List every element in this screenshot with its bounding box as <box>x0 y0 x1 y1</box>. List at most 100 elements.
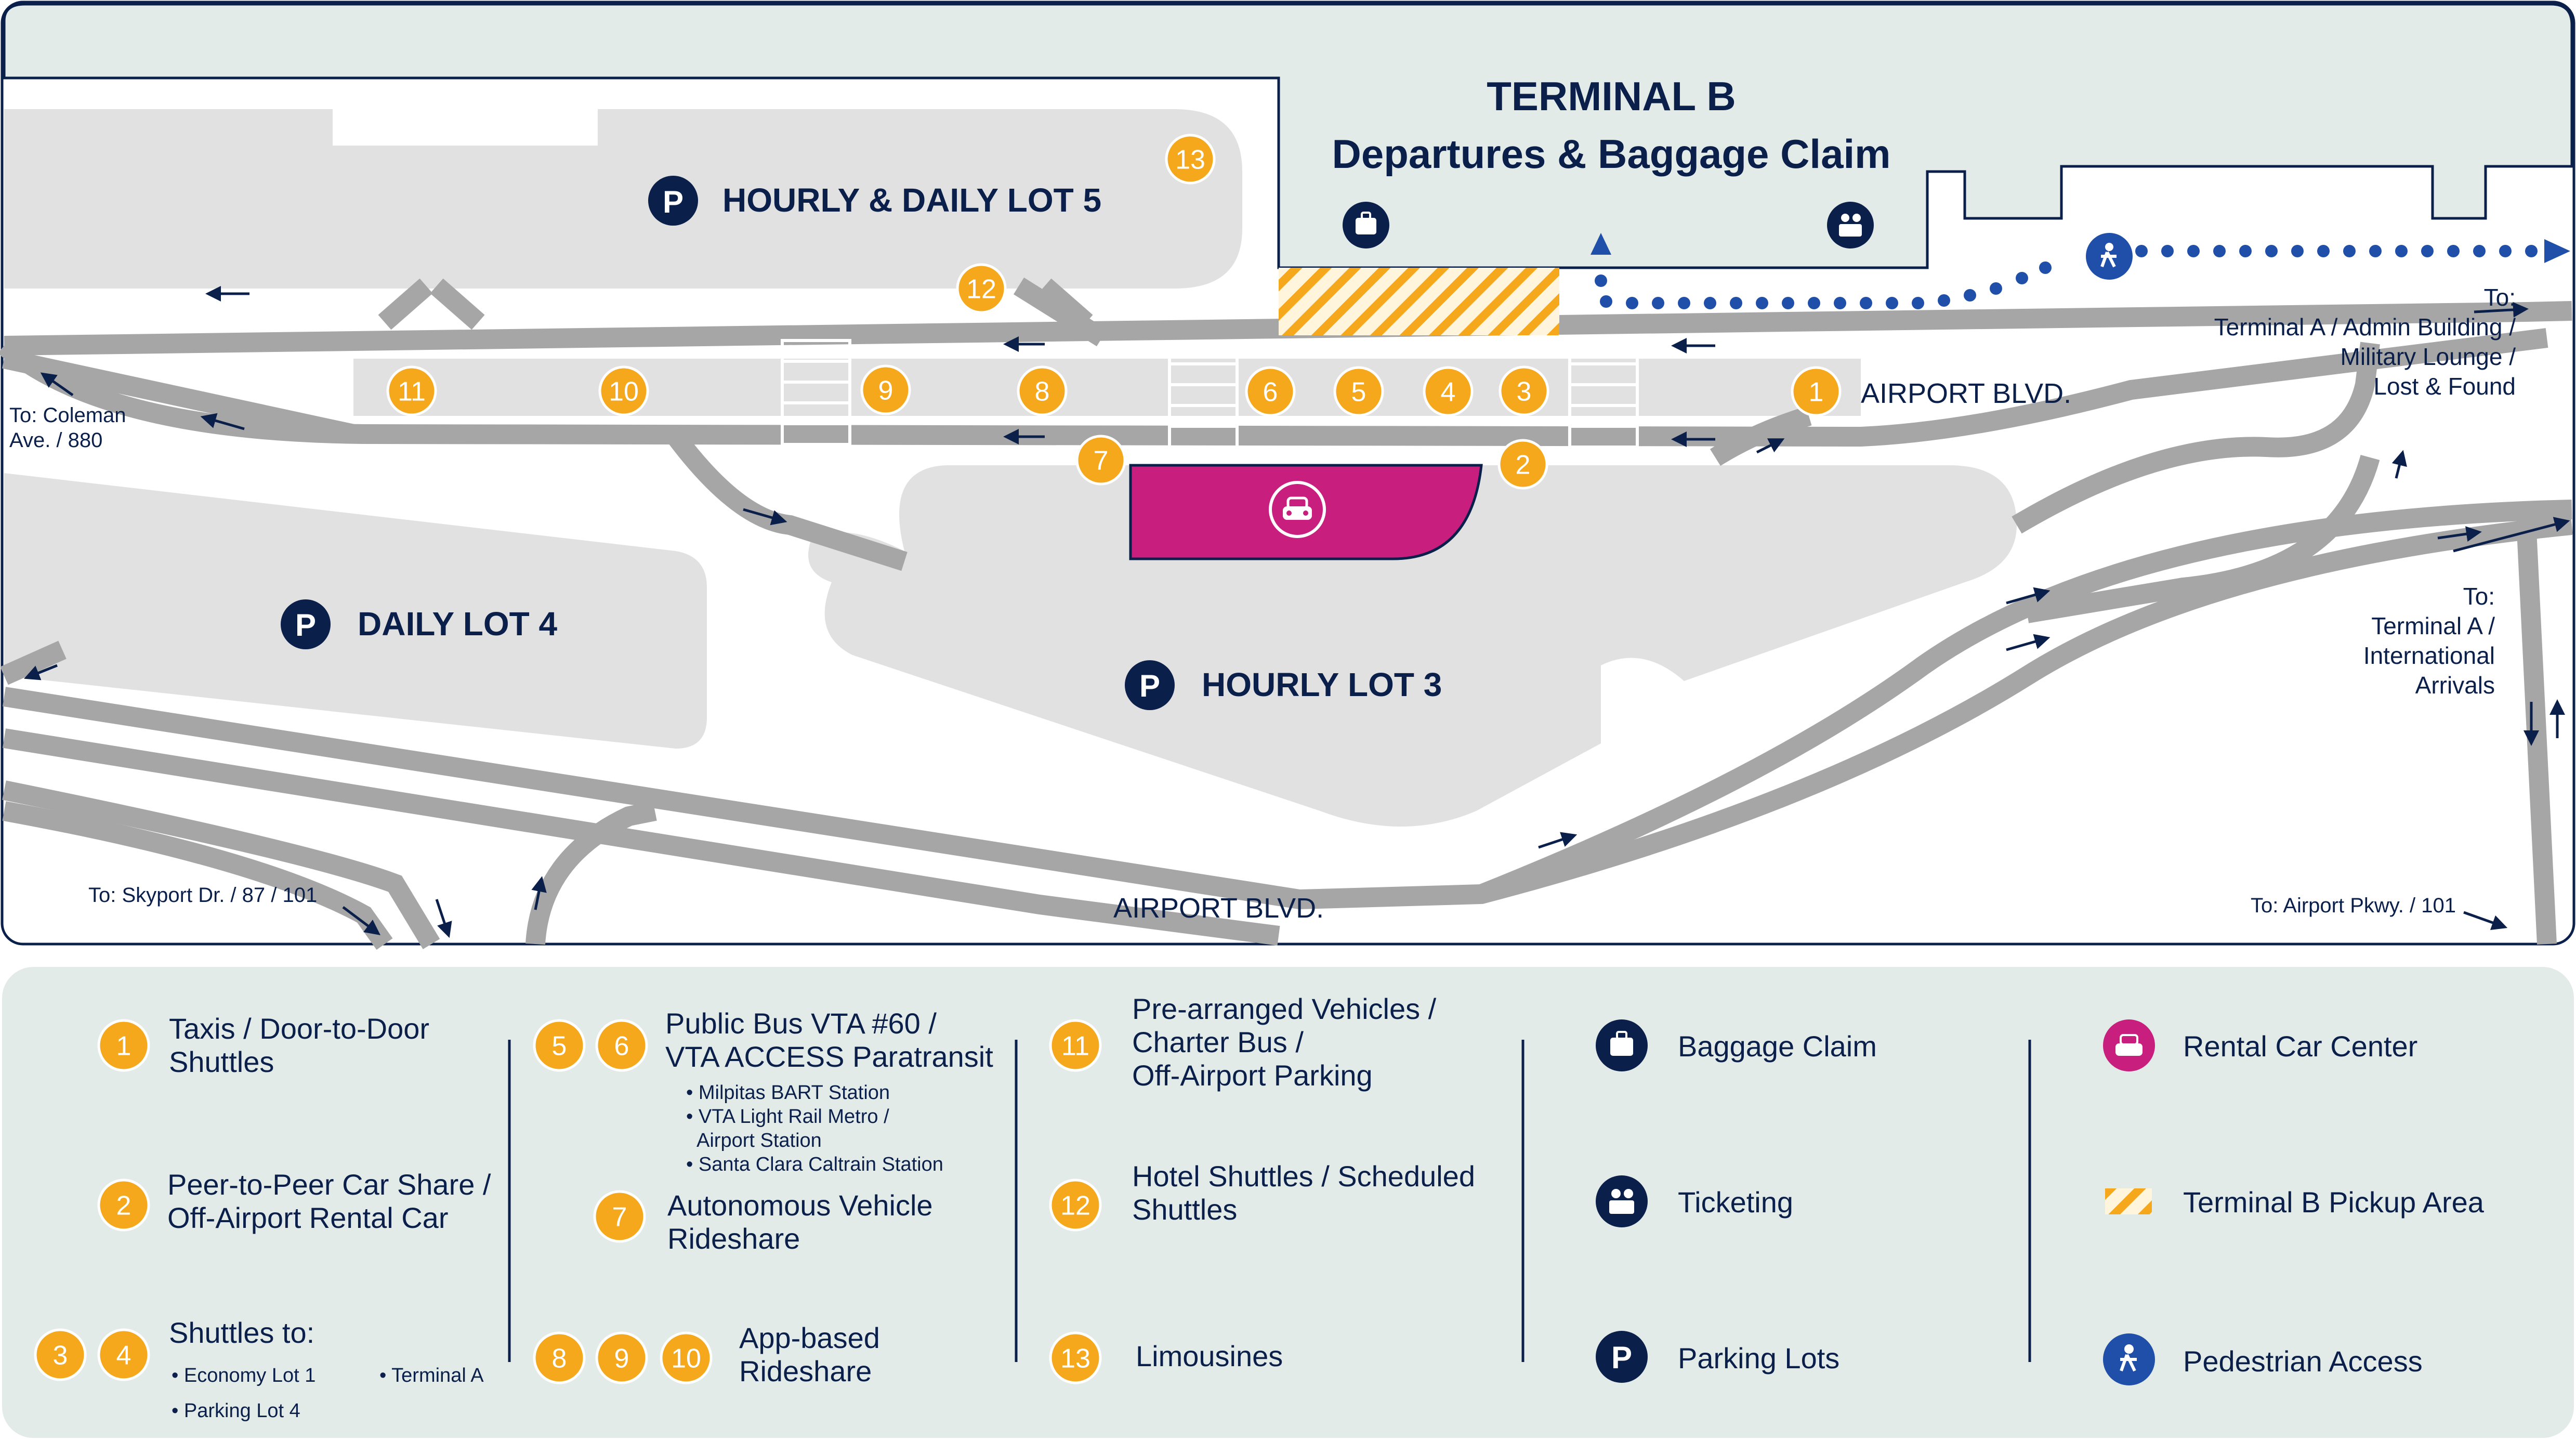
legend-item8910-line2: Rideshare <box>739 1355 872 1387</box>
airport-blvd-label-bottom: AIRPORT BLVD. <box>1113 893 1324 924</box>
legend-marker-1: 1 <box>97 1019 150 1072</box>
legend-marker-3: 3 <box>34 1328 87 1381</box>
map-marker-2-number: 2 <box>1516 450 1531 480</box>
legend-item34-bullet3: • Parking Lot 4 <box>172 1400 300 1422</box>
lot-5 <box>4 109 1242 289</box>
baggage-claim-icon <box>1343 202 1389 248</box>
legend-item11-line2: Charter Bus / <box>1132 1026 1304 1058</box>
svg-text:P: P <box>663 185 684 219</box>
map-marker-6-number: 6 <box>1263 377 1278 408</box>
legend-rental-label: Rental Car Center <box>2183 1030 2417 1063</box>
to-terminal-a-right-1: To: <box>2463 583 2495 610</box>
map-marker-8-number: 8 <box>1035 377 1050 407</box>
map-marker-3-number: 3 <box>1517 377 1532 407</box>
legend-marker-4: 4 <box>97 1328 150 1381</box>
legend-item34-bullet2: • Terminal A <box>379 1365 484 1386</box>
legend-item34-title: Shuttles to: <box>169 1316 314 1349</box>
legend-marker-5: 5 <box>533 1019 586 1072</box>
map-marker-12-number: 12 <box>966 274 996 305</box>
parking-icon: P <box>1125 660 1175 710</box>
legend-pedestrian-label: Pedestrian Access <box>2183 1345 2423 1378</box>
map-marker-2: 2 <box>1497 439 1548 490</box>
legend-pickup-label: Terminal B Pickup Area <box>2183 1186 2485 1219</box>
map-marker-9-number: 9 <box>878 376 893 406</box>
legend-item8910-line1: App-based <box>739 1321 880 1354</box>
to-coleman-label-2: Ave. / 880 <box>9 429 102 452</box>
map-marker-5-number: 5 <box>1351 377 1366 408</box>
legend-marker-11: 11 <box>1049 1019 1102 1072</box>
lot-4 <box>4 473 707 749</box>
pedestrian-path <box>1591 233 2570 309</box>
legend-parking-label: Parking Lots <box>1678 1342 1839 1374</box>
map-marker-10-number: 10 <box>609 377 639 407</box>
map-marker-12: 12 <box>956 263 1007 314</box>
map-marker-13: 13 <box>1165 134 1216 185</box>
to-skyport-label: To: Skyport Dr. / 87 / 101 <box>88 884 317 907</box>
terminal-title: TERMINAL B <box>1487 73 1736 119</box>
legend-marker-3-number: 3 <box>53 1341 68 1371</box>
legend-item1-line1: Taxis / Door-to-Door <box>169 1012 429 1045</box>
terminal-subtitle: Departures & Baggage Claim <box>1332 131 1891 177</box>
legend-item56-bullet3: Airport Station <box>696 1130 822 1151</box>
legend-item13-label: Limousines <box>1136 1340 1283 1372</box>
map-marker-4: 4 <box>1423 366 1474 417</box>
legend-marker-2-number: 2 <box>116 1191 132 1221</box>
lot-4-label: DAILY LOT 4 <box>358 605 558 643</box>
legend-item34-bullet1: • Economy Lot 1 <box>172 1365 316 1386</box>
lot-3-label: HOURLY LOT 3 <box>1202 666 1442 703</box>
legend-marker-8: 8 <box>533 1331 586 1384</box>
legend-item7-line2: Rideshare <box>667 1222 800 1255</box>
legend-item56-bullet4: • Santa Clara Caltrain Station <box>686 1154 943 1175</box>
svg-text:P: P <box>1139 669 1160 703</box>
map-marker-5: 5 <box>1333 366 1384 417</box>
legend-marker-1-number: 1 <box>116 1031 132 1062</box>
parking-icon: P <box>281 599 331 649</box>
legend-dividers <box>508 1040 2031 1362</box>
to-terminal-a-top-1: To: <box>2484 284 2516 311</box>
pedestrian-icon <box>2086 233 2133 280</box>
map-marker-11-number: 11 <box>398 377 426 407</box>
legend-marker-10: 10 <box>660 1331 713 1384</box>
legend-item12-line2: Shuttles <box>1132 1193 1237 1226</box>
legend-marker-13-number: 13 <box>1060 1344 1090 1374</box>
legend-item56-bullet1: • Milpitas BART Station <box>686 1082 890 1104</box>
legend-item2-line1: Peer-to-Peer Car Share / <box>167 1168 491 1201</box>
legend-item11-line3: Off-Airport Parking <box>1132 1059 1373 1092</box>
map-marker-6: 6 <box>1245 366 1296 417</box>
svg-text:P: P <box>1611 1340 1632 1375</box>
legend-pedestrian-icon <box>2103 1333 2155 1385</box>
to-terminal-a-top-3: Military Lounge / <box>2341 343 2516 370</box>
map-marker-3: 3 <box>1499 365 1549 416</box>
legend-pickup-swatch <box>2105 1188 2152 1214</box>
legend-ticketing-icon <box>1596 1175 1648 1227</box>
legend-item56-line2: VTA ACCESS Paratransit <box>665 1040 993 1073</box>
legend-item56-line1: Public Bus VTA #60 / <box>665 1007 937 1040</box>
legend-rental-car-icon <box>2103 1019 2155 1071</box>
parking-icon: P <box>648 176 698 226</box>
to-terminal-a-right-2: Terminal A / <box>2371 612 2495 639</box>
map-marker-4-number: 4 <box>1441 377 1456 408</box>
legend-marker-9-number: 9 <box>614 1344 629 1374</box>
legend-marker-9: 9 <box>595 1331 648 1384</box>
svg-text:P: P <box>295 608 316 643</box>
legend-marker-4-number: 4 <box>116 1341 132 1371</box>
to-terminal-a-right-4: Arrivals <box>2415 672 2495 699</box>
legend-marker-6: 6 <box>595 1019 648 1072</box>
legend-marker-12: 12 <box>1049 1179 1102 1232</box>
ticketing-icon <box>1827 202 1874 248</box>
lot-5-label: HOURLY & DAILY LOT 5 <box>722 181 1101 219</box>
legend-item12-line1: Hotel Shuttles / Scheduled <box>1132 1160 1475 1193</box>
terminal-building <box>3 3 2573 269</box>
legend-item1-line2: Shuttles <box>169 1045 274 1078</box>
legend-marker-12-number: 12 <box>1060 1191 1090 1221</box>
legend-marker-7-number: 7 <box>612 1202 627 1233</box>
map-marker-7-number: 7 <box>1094 446 1109 476</box>
lot-3 <box>808 465 2017 827</box>
map-marker-11: 11 <box>386 365 437 416</box>
legend-item56-bullet2: • VTA Light Rail Metro / <box>686 1106 889 1128</box>
legend-item7-line1: Autonomous Vehicle <box>667 1189 933 1222</box>
legend-baggage-label: Baggage Claim <box>1678 1030 1877 1063</box>
map-marker-10: 10 <box>598 365 649 416</box>
map-marker-1-number: 1 <box>1809 377 1824 408</box>
